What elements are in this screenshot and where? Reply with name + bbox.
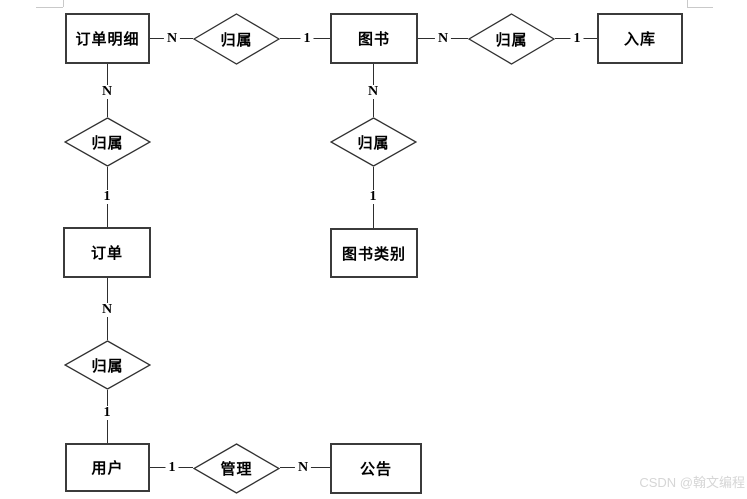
relation-belongs-book-inbound: 归属: [468, 13, 555, 65]
page-margin-mark: [63, 0, 64, 7]
entity-label: 订单: [90, 246, 123, 262]
relation-label: 管理: [220, 462, 253, 478]
cardinality-label: 1: [366, 190, 380, 204]
entity-user: 用户: [65, 443, 150, 492]
entity-order: 订单: [63, 227, 151, 278]
cardinality-label: 1: [100, 190, 114, 204]
entity-label: 公告: [359, 462, 392, 478]
relation-belongs-orderdetail-book: 归属: [193, 13, 280, 65]
entity-label: 用户: [91, 461, 124, 477]
cardinality-label: N: [294, 461, 312, 475]
entity-order-detail: 订单明细: [65, 13, 150, 64]
relation-belongs-book-category: 归属: [330, 117, 417, 167]
relation-label: 归属: [91, 358, 124, 375]
diamond-shape: [193, 13, 280, 65]
relation-label: 归属: [495, 32, 528, 49]
cardinality-label: N: [98, 303, 116, 317]
entity-announcement: 公告: [330, 443, 422, 494]
entity-inbound: 入库: [597, 13, 683, 64]
relation-belongs-order-user: 归属: [64, 340, 151, 390]
cardinality-label: 1: [300, 32, 314, 46]
relation-label: 归属: [357, 135, 390, 152]
page-margin-mark: [687, 0, 688, 7]
diamond-shape: [64, 340, 151, 390]
cardinality-label: N: [163, 32, 181, 46]
relation-manages-user-announcement: 管理: [193, 443, 280, 494]
entity-label: 图书类别: [341, 246, 406, 263]
cardinality-label: 1: [570, 32, 584, 46]
page-margin-mark: [36, 7, 63, 8]
relation-label: 归属: [91, 135, 124, 152]
diamond-shape: [330, 117, 417, 167]
cardinality-label: N: [98, 85, 116, 99]
cardinality-label: N: [364, 85, 382, 99]
entity-label: 图书: [357, 32, 390, 48]
relation-label: 归属: [220, 32, 253, 49]
diamond-shape: [193, 443, 280, 494]
entity-label: 入库: [623, 32, 656, 48]
page-margin-mark: [687, 7, 713, 8]
cardinality-label: 1: [100, 406, 114, 420]
entity-label: 订单明细: [75, 32, 140, 48]
diamond-shape: [468, 13, 555, 65]
relation-belongs-orderdetail-order: 归属: [64, 117, 151, 167]
entity-book-category: 图书类别: [330, 228, 418, 278]
cardinality-label: N: [434, 32, 452, 46]
cardinality-label: 1: [165, 461, 179, 475]
csdn-watermark: CSDN @翰文编程: [639, 475, 745, 490]
entity-book: 图书: [330, 13, 418, 64]
diamond-shape: [64, 117, 151, 167]
